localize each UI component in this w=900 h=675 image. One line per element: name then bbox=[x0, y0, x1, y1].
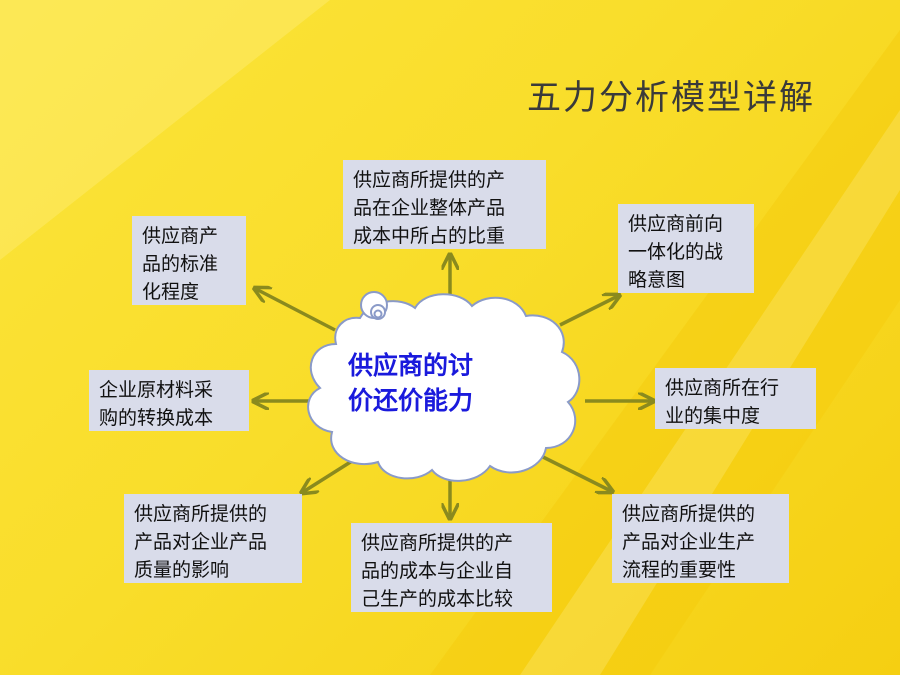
box-line: 品在企业整体产品 bbox=[353, 197, 506, 219]
factor-box-left: 企业原材料采 购的转换成本 bbox=[89, 370, 249, 431]
factor-box-right: 供应商所在行 业的集中度 bbox=[655, 368, 816, 429]
center-label-line: 供应商的讨 bbox=[348, 351, 474, 380]
box-line: 供应商前向 bbox=[628, 213, 724, 235]
box-line: 质量的影响 bbox=[134, 559, 230, 581]
box-line: 供应商产 bbox=[142, 225, 219, 247]
box-line: 己生产的成本比较 bbox=[361, 588, 514, 610]
box-line: 一体化的战 bbox=[628, 241, 724, 263]
box-line: 业的集中度 bbox=[665, 405, 761, 427]
box-line: 供应商所提供的产 bbox=[353, 169, 506, 191]
box-line: 供应商所提供的 bbox=[134, 503, 268, 525]
factor-box-top-right: 供应商前向 一体化的战 略意图 bbox=[618, 204, 754, 293]
box-line: 化程度 bbox=[142, 281, 200, 303]
factor-box-bottom: 供应商所提供的产 品的成本与企业自 己生产的成本比较 bbox=[351, 523, 552, 612]
box-line: 产品对企业生产 bbox=[622, 531, 756, 553]
box-line: 产品对企业产品 bbox=[134, 531, 268, 553]
arrow-top-left bbox=[256, 289, 336, 332]
arrow-top-right bbox=[559, 296, 618, 327]
box-line: 供应商所在行 bbox=[665, 377, 780, 399]
factor-box-bottom-right: 供应商所提供的 产品对企业生产 流程的重要性 bbox=[612, 494, 789, 583]
box-line: 品的标准 bbox=[142, 253, 219, 275]
box-line: 供应商所提供的产 bbox=[361, 532, 514, 554]
center-label: 供应商的讨 价还价能力 bbox=[348, 348, 518, 418]
box-line: 购的转换成本 bbox=[99, 407, 214, 429]
page-title: 五力分析模型详解 bbox=[527, 78, 815, 118]
factor-box-top: 供应商所提供的产 品在企业整体产品 成本中所占的比重 bbox=[343, 160, 546, 249]
cloud-shape bbox=[307, 291, 581, 482]
box-line: 略意图 bbox=[628, 269, 686, 291]
factor-box-top-left: 供应商产 品的标准 化程度 bbox=[132, 216, 246, 305]
factor-box-bottom-left: 供应商所提供的 产品对企业产品 质量的影响 bbox=[124, 494, 302, 583]
box-line: 企业原材料采 bbox=[99, 379, 214, 401]
center-label-line: 价还价能力 bbox=[348, 386, 474, 415]
box-line: 供应商所提供的 bbox=[622, 503, 756, 525]
box-line: 流程的重要性 bbox=[622, 559, 737, 581]
box-line: 成本中所占的比重 bbox=[353, 225, 506, 247]
box-line: 品的成本与企业自 bbox=[361, 560, 514, 582]
